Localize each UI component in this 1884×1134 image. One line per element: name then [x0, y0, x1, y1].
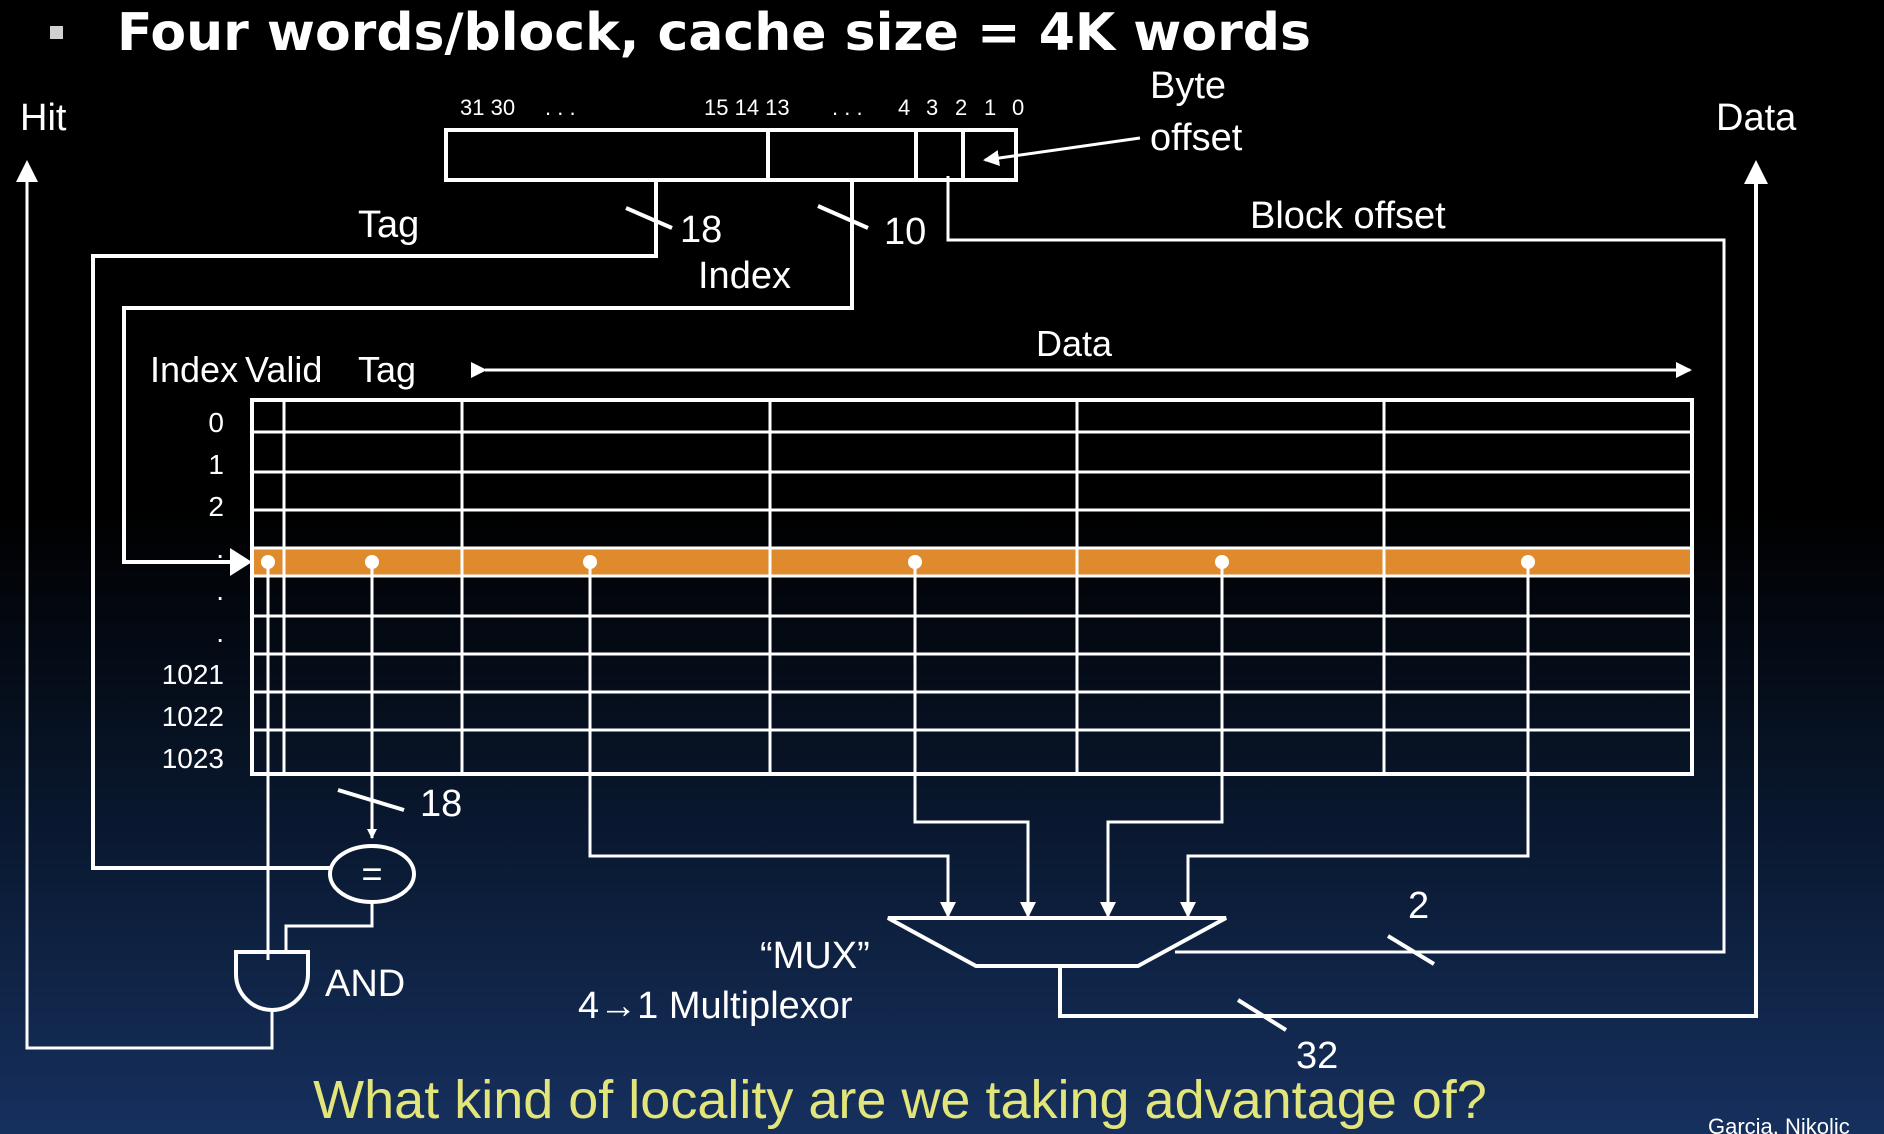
header-tag: Tag [358, 349, 416, 390]
question-text: What kind of locality are we taking adva… [313, 1070, 1487, 1130]
index-arrowhead [230, 548, 252, 576]
tag-label: Tag [358, 204, 419, 246]
highlighted-row [254, 548, 1690, 576]
mux-label: “MUX” [760, 935, 870, 977]
row-label-dot-1: . [216, 533, 224, 564]
bit-label-31-30: 31 30 [460, 95, 515, 120]
tag-compare-wire [337, 555, 405, 839]
cache-table-headers: Index Valid Tag Data [150, 323, 1692, 390]
row-label-dot-2: . [216, 575, 224, 606]
valid-wire [261, 555, 275, 960]
bit-label-0: 0 [1012, 95, 1024, 120]
block-offset-label: Block offset [1250, 195, 1446, 237]
byte-offset-arrow [983, 136, 1141, 166]
and-gate [234, 950, 310, 1012]
data-out-arrowhead [1744, 160, 1768, 184]
index-label: Index [698, 255, 791, 297]
data-bits-label: 32 [1296, 1035, 1338, 1077]
bit-label-dots-1: . . . [545, 95, 576, 120]
byte-offset-label-line1: Byte [1150, 65, 1226, 107]
data-bits-tick [1236, 998, 1288, 1032]
compare-out-wire [284, 902, 374, 954]
tag-bits-label: 18 [680, 209, 722, 251]
mux-select-bits-label: 2 [1408, 885, 1429, 927]
tag-wire [91, 180, 673, 870]
row-label-1021: 1021 [162, 659, 224, 690]
data-out-wire [1058, 178, 1758, 1018]
cache-table [250, 398, 1694, 776]
bit-label-2: 2 [955, 95, 967, 120]
row-label-dot-3: . [216, 617, 224, 648]
bullet-marker [50, 26, 63, 39]
bit-label-4: 4 [898, 95, 910, 120]
hit-label: Hit [20, 97, 67, 139]
bit-label-1: 1 [984, 95, 996, 120]
bit-label-dots-2: . . . [832, 95, 863, 120]
hit-arrowhead [16, 160, 38, 182]
bit-label-15-14-13: 15 14 13 [704, 95, 790, 120]
block-offset-wire [946, 176, 1726, 954]
row-label-2: 2 [208, 491, 224, 522]
row-label-0: 0 [208, 407, 224, 438]
mux-select-tick [1386, 934, 1436, 966]
data-out-label: Data [1716, 97, 1797, 139]
row-label-1022: 1022 [162, 701, 224, 732]
and-label: AND [325, 963, 405, 1005]
row-labels: 0 1 2 . . . 1021 1022 1023 [162, 407, 224, 774]
header-data: Data [1036, 323, 1113, 364]
mux-desc: 4→1 Multiplexor [578, 985, 853, 1027]
header-valid: Valid [245, 349, 322, 390]
index-wire [122, 180, 869, 564]
mux [887, 916, 1227, 968]
row-label-1023: 1023 [162, 743, 224, 774]
index-bits-label: 10 [884, 211, 926, 253]
credit-text: Garcia, Nikolic [1708, 1114, 1850, 1134]
row-label-1: 1 [208, 449, 224, 480]
header-index: Index [150, 349, 238, 390]
compare-bits-label: 18 [420, 783, 462, 825]
address-register [444, 128, 1018, 182]
byte-offset-label-line2: offset [1150, 117, 1243, 159]
word-wires [583, 555, 1535, 918]
bit-label-3: 3 [926, 95, 938, 120]
slide-bullet-text: Four words/block, cache size = 4K words [117, 3, 1311, 63]
comparator-symbol: = [361, 853, 382, 894]
hit-wire [25, 170, 274, 1050]
